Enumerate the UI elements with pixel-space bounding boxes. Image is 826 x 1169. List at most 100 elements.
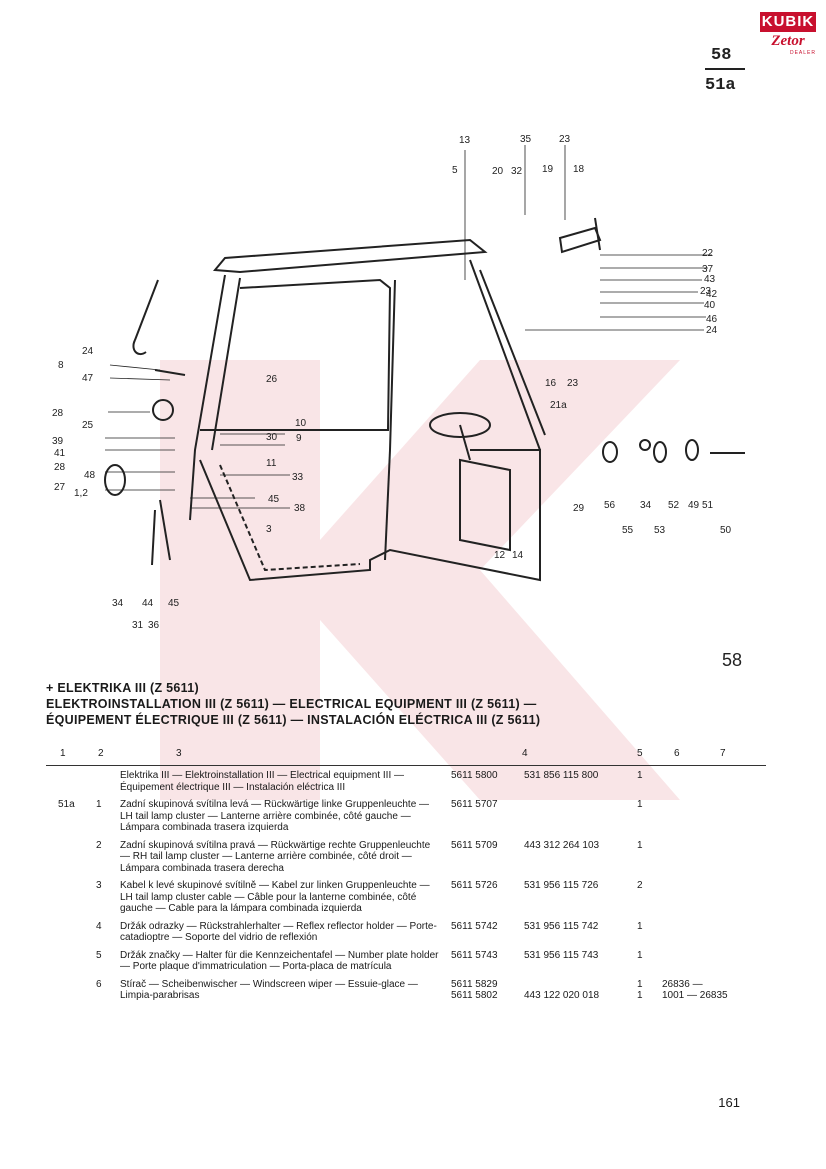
part-number: 5611 5709	[451, 839, 498, 851]
callout-label: 42	[706, 289, 718, 300]
callout-label: 36	[148, 620, 160, 631]
table-row: 5 Držák značky — Halter für die Kennzeic…	[46, 950, 786, 973]
alt-part-number: 531 956 115 726	[524, 880, 599, 891]
callout-label: 56	[604, 500, 616, 511]
alt-part-number: 531 856 115 800	[524, 770, 599, 781]
callout-label: 34	[640, 500, 652, 511]
callout-label: 33	[292, 472, 304, 483]
part-description: Zadní skupinová svítilna pravá — Rückwär…	[120, 839, 431, 874]
callout-label: 45	[168, 598, 180, 609]
callout-label: 30	[266, 432, 278, 443]
quantity: 2	[637, 880, 643, 891]
col-header-3: 3	[176, 748, 182, 759]
callout-label: 47	[82, 373, 94, 384]
callout-label: 43	[704, 274, 716, 285]
callout-label: 52	[668, 500, 680, 511]
callout-label: 38	[294, 503, 306, 514]
callout-label: 3	[266, 524, 272, 535]
callout-label: 11	[266, 458, 277, 469]
logo-brand: KUBIK	[760, 12, 816, 32]
parts-list: Elektrika III — Elektroinstallation III …	[46, 770, 786, 1008]
position-number: 3	[96, 880, 102, 891]
part-description: Zadní skupinová svítilna levá — Rückwärt…	[120, 799, 430, 833]
part-number: 5611 5726	[451, 880, 498, 891]
logo-sub: Zetor	[771, 33, 805, 49]
callout-label: 18	[573, 164, 585, 175]
callout-label: 26	[266, 374, 278, 385]
logo-tag: DEALER	[789, 50, 816, 56]
part-description: Držák odrazky — Rückstrahlerhalter — Ref…	[120, 920, 437, 944]
col-header-7: 7	[720, 748, 726, 759]
callout-label: 14	[512, 550, 524, 561]
part-number: 5611 5707	[451, 799, 498, 810]
part-description: Kabel k levé skupinové svítilně — Kabel …	[120, 880, 430, 914]
callout-label: 27	[54, 482, 66, 493]
alt-part-number: 443 312 264 103	[524, 839, 600, 851]
callout-label: 49	[688, 500, 700, 511]
callout-label: 37	[702, 264, 714, 275]
part-number: 5611 5829 5611 5802	[451, 978, 498, 1002]
callout-label: 50	[720, 525, 732, 536]
quantity: 1	[637, 839, 643, 851]
callout-label: 9	[296, 433, 302, 444]
table-row: 3 Kabel k levé skupinové svítilně — Kabe…	[46, 880, 786, 915]
cab-drawing	[104, 145, 745, 582]
callout-label: 28	[52, 408, 64, 419]
title-line-2: ELEKTROINSTALLATION III (Z 5611) — ELECT…	[46, 697, 537, 711]
callout-label: 13	[459, 135, 471, 146]
col-header-5: 5	[637, 748, 643, 759]
callout-label: 39	[52, 436, 64, 447]
callout-label: 45	[268, 494, 280, 505]
callout-label: 20	[492, 166, 504, 177]
callout-label: 23	[567, 378, 579, 389]
callout-label: 34	[112, 598, 124, 609]
alt-part-number: 531 956 115 743	[524, 949, 599, 961]
callout-label: 16	[545, 378, 557, 389]
page-number-top: 58	[711, 46, 732, 65]
quantity: 1	[637, 799, 643, 810]
figure-ref: 51a	[58, 799, 75, 810]
callout-label: 21a	[550, 400, 567, 411]
callout-label: 8	[58, 360, 64, 371]
callout-label: 35	[520, 134, 532, 145]
alt-part-number: 443 122 020 018	[524, 990, 600, 1001]
alt-part-number: 531 956 115 742	[524, 920, 599, 932]
col-header-6: 6	[674, 748, 680, 759]
callout-label: 23	[559, 134, 571, 145]
position-number: 4	[96, 920, 102, 932]
callout-label: 46	[706, 314, 718, 325]
callout-label: 24	[706, 325, 718, 336]
part-description: Elektrika III — Elektroinstallation III …	[120, 770, 404, 793]
callout-label: 24	[82, 346, 94, 357]
exploded-diagram: 13 35 23 5 20 32 19 18 22 37 43 23 42 40…	[40, 120, 800, 640]
callout-label: 28	[54, 462, 66, 473]
quantity: 1	[637, 949, 643, 961]
part-description: Držák značky — Halter für die Kennzeiche…	[120, 949, 439, 973]
callout-label: 5	[452, 165, 458, 176]
quantity: 1	[637, 920, 643, 932]
col-header-1: 1	[60, 748, 66, 759]
position-number: 6	[96, 978, 102, 990]
section-number: 58	[721, 650, 742, 670]
callout-label: 31	[132, 620, 144, 631]
page-number-bottom: 51a	[705, 76, 736, 95]
position-number: 1	[96, 799, 102, 810]
callout-label: 29	[573, 503, 585, 514]
callout-label: 53	[654, 525, 666, 536]
table-row: 2 Zadní skupinová svítilna pravá — Rückw…	[46, 840, 786, 875]
callout-label: 23	[700, 286, 712, 297]
table-row: Elektrika III — Elektroinstallation III …	[46, 770, 786, 793]
position-number: 2	[96, 839, 102, 851]
part-number: 5611 5742	[451, 920, 498, 932]
callout-label: 25	[82, 420, 94, 431]
title-line-1: + ELEKTRIKA III (Z 5611)	[46, 681, 199, 695]
callout-label: 55	[622, 525, 634, 536]
callout-label: 1,2	[74, 488, 88, 499]
callout-label: 51	[702, 500, 714, 511]
part-description: Stírač — Scheibenwischer — Windscreen wi…	[120, 978, 418, 1002]
callout-label: 12	[494, 550, 506, 561]
callout-label: 48	[84, 470, 96, 481]
callout-label: 41	[54, 448, 66, 459]
kubik-zetor-logo: KUBIK Zetor DEALER	[760, 12, 816, 72]
col-header-4: 4	[522, 748, 528, 759]
